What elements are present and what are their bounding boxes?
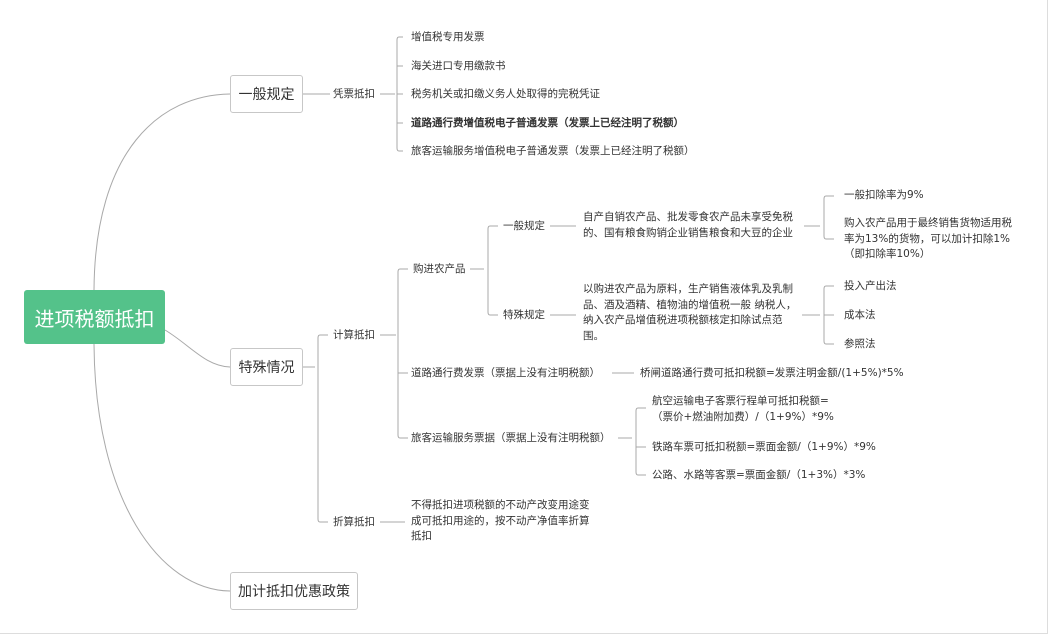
- node-farm-general[interactable]: 一般规定: [503, 220, 545, 232]
- node-general[interactable]: 一般规定: [230, 75, 303, 113]
- root-node[interactable]: 进项税额抵扣: [24, 290, 165, 344]
- node-farm-special[interactable]: 特殊规定: [503, 309, 545, 321]
- bracket-special: [317, 334, 328, 523]
- method-item[interactable]: 投入产出法: [844, 280, 897, 292]
- node-bonus[interactable]: 加计抵扣优惠政策: [230, 572, 358, 610]
- farm-special-desc[interactable]: 以购进农产品为原料，生产销售液体乳及乳制品、酒及酒精、植物油的增值税一般 纳税人…: [583, 283, 797, 342]
- node-travel[interactable]: 旅客运输服务票据（票据上没有注明税额）: [411, 432, 611, 444]
- toll-formula[interactable]: 桥闸道路通行费可抵扣税额=发票注明金额/(1+5%)*5%: [640, 367, 904, 379]
- voucher-item[interactable]: 海关进口专用缴款书: [411, 60, 506, 72]
- node-special[interactable]: 特殊情况: [230, 348, 303, 386]
- farm-general-desc[interactable]: 自产自销农产品、批发零食农产品未享受免税的、国有粮食购销企业销售粮食和大豆的企业: [583, 211, 793, 239]
- voucher-item[interactable]: 旅客运输服务增值税电子普通发票（发票上已经注明了税额）: [411, 145, 695, 157]
- node-depreciation[interactable]: 折算抵扣: [333, 516, 375, 528]
- connector-root-special: [164, 329, 231, 368]
- connector-root-bonus: [93, 343, 231, 592]
- voucher-item[interactable]: 税务机关或扣缴义务人处取得的完税凭证: [411, 88, 600, 100]
- depreciation-desc[interactable]: 不得抵扣进项税额的不动产改变用途变成可抵扣用途的，按不动产净值率折算抵扣: [411, 499, 590, 542]
- method-item[interactable]: 成本法: [844, 309, 876, 321]
- voucher-item[interactable]: 道路通行费增值税电子普通发票（发票上已经注明了税额）: [411, 117, 684, 129]
- bracket-methods: [823, 285, 834, 345]
- node-voucher[interactable]: 凭票抵扣: [333, 88, 375, 100]
- bracket-calc: [397, 268, 408, 439]
- node-toll[interactable]: 道路通行费发票（票据上没有注明税额）: [411, 367, 600, 379]
- bracket-farm: [487, 225, 498, 316]
- bracket-travel: [635, 407, 646, 476]
- node-calc[interactable]: 计算抵扣: [333, 329, 375, 341]
- method-item[interactable]: 参照法: [844, 338, 876, 350]
- bracket-rates: [823, 195, 834, 240]
- rate-item[interactable]: 一般扣除率为9%: [844, 189, 924, 201]
- travel-item[interactable]: 铁路车票可抵扣税额=票面金额/（1+9%）*9%: [652, 441, 876, 453]
- voucher-item[interactable]: 增值税专用发票: [411, 31, 485, 43]
- bracket-voucher-items: [396, 36, 403, 152]
- travel-item[interactable]: 公路、水路等客票=票面金额/（1+3%）*3%: [652, 469, 866, 481]
- connector-root-general: [93, 93, 231, 291]
- node-farm[interactable]: 购进农产品: [413, 263, 466, 275]
- travel-item[interactable]: 航空运输电子客票行程单可抵扣税额=（票价+燃油附加费）/（1+9%）*9%: [652, 395, 834, 423]
- rate-item[interactable]: 购入农产品用于最终销售货物适用税率为13%的货物，可以加计扣除1%（即扣除率10…: [844, 217, 1012, 260]
